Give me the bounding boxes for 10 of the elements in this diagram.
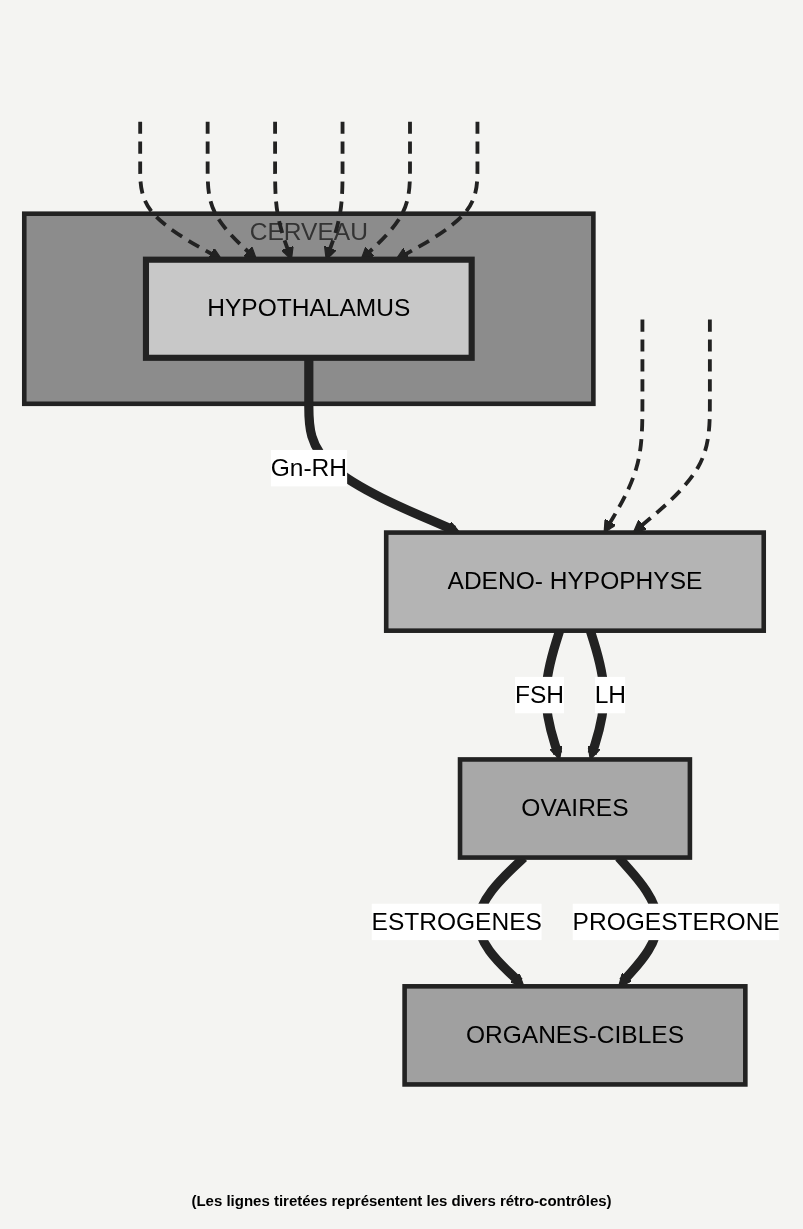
edge-label: ESTROGENES — [371, 907, 542, 934]
edge-label: LH — [594, 680, 626, 707]
edge-label: Gn-RH — [270, 454, 347, 481]
node-box: HYPOTHALAMUS — [142, 256, 475, 361]
node-box: ADENO- HYPOPHYSE — [383, 529, 766, 633]
caption: (Les lignes tiretées représentent les divers rétro-contrôles) — [191, 1192, 612, 1209]
edge-label: PROGESTERONE — [572, 907, 780, 934]
node-box: ORGANES-CIBLES — [401, 983, 748, 1087]
edge-label: FSH — [514, 680, 564, 707]
node-box: OVAIRES — [457, 756, 692, 860]
